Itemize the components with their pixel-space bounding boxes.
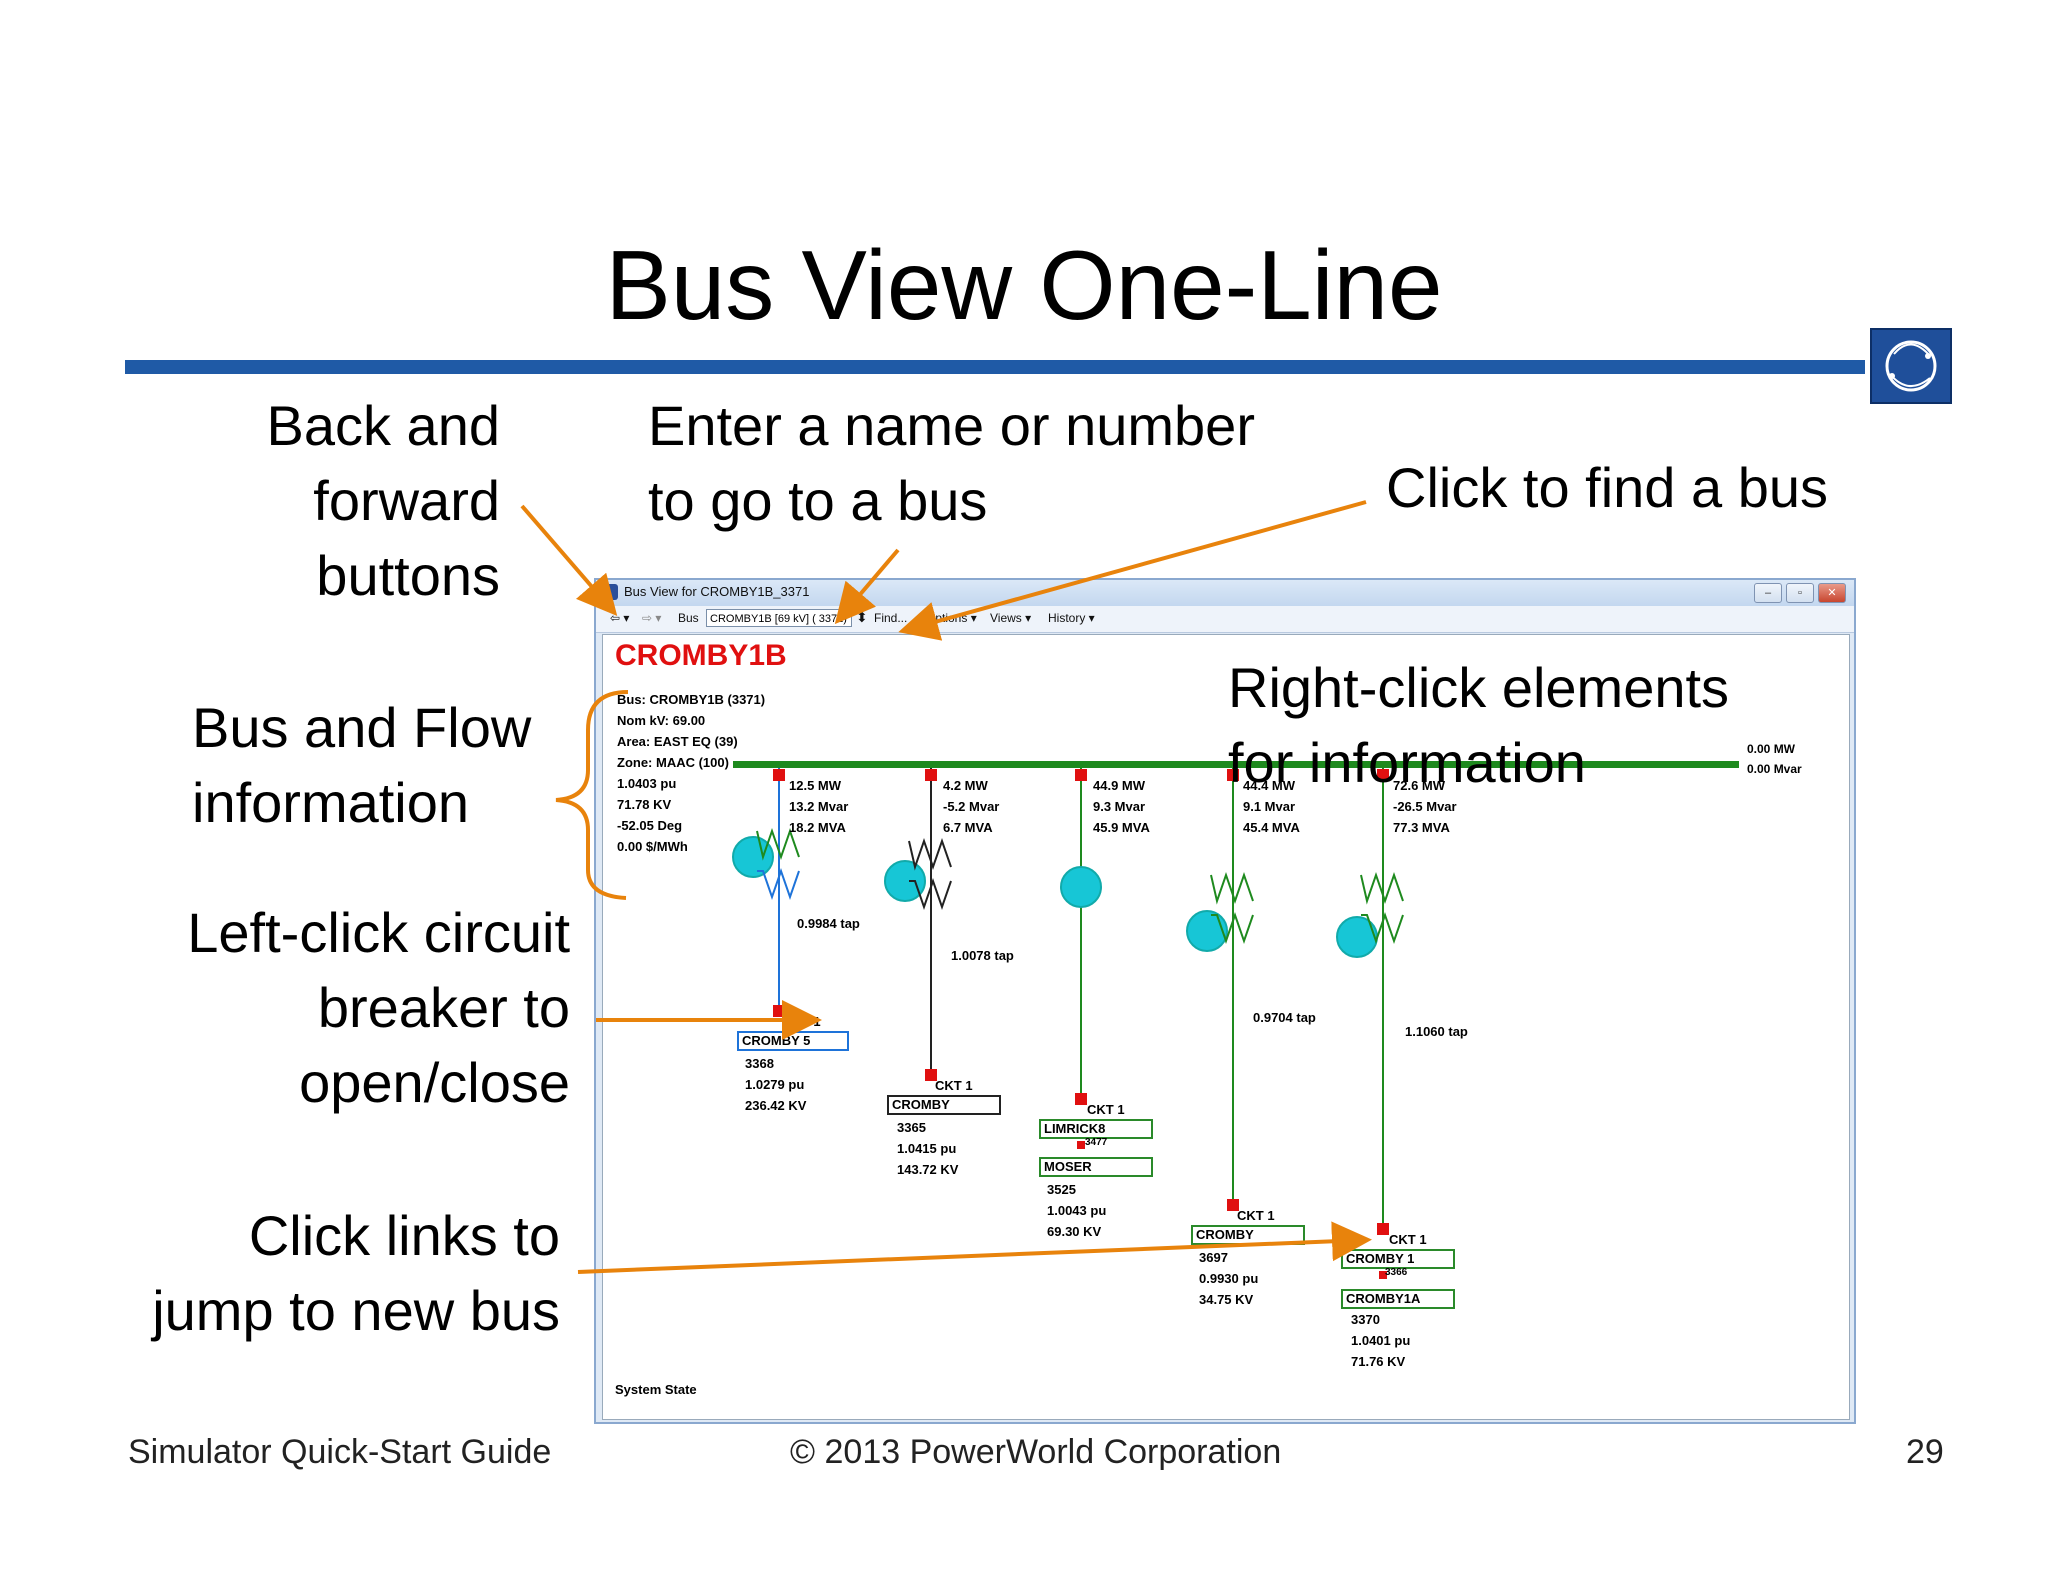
bus-input[interactable]: CROMBY1B [69 kV] ( 3371)	[706, 609, 852, 627]
branch-3-gen-symbol-icon[interactable]	[1060, 866, 1102, 908]
branch-3-bus-info: 3525 1.0043 pu 69.30 KV	[1047, 1182, 1107, 1239]
powerworld-logo-icon	[1870, 328, 1952, 404]
branch-5-bus-link-1[interactable]: CROMBY 1	[1341, 1249, 1455, 1269]
branch-3-bus-link-2[interactable]: MOSER	[1039, 1157, 1153, 1177]
branch-2-ckt: CKT 1	[935, 1078, 973, 1093]
branch-4-gen-symbol-icon[interactable]	[1186, 910, 1228, 952]
bus-bar[interactable]	[733, 761, 1739, 768]
callout-enter-name: Enter a name or number to go to a bus	[648, 394, 1255, 532]
branch-5-bus-info: 3370 1.0401 pu 71.76 KV	[1351, 1312, 1411, 1369]
branch-1-tap[interactable]: 0.9984 tap	[797, 916, 860, 931]
branch-1-top-breaker[interactable]	[773, 769, 785, 781]
branch-2-transformer-winding-icon[interactable]	[909, 877, 952, 911]
callout-click-links: Click links to jump to new bus	[152, 1204, 560, 1342]
callout-back-forward: Back and forward buttons	[266, 394, 501, 607]
branch-3-flows[interactable]: 44.9 MW 9.3 Mvar 45.9 MVA	[1093, 778, 1150, 835]
bus-name-title: CROMBY1B	[615, 639, 787, 672]
footer-copyright: © 2013 PowerWorld Corporation	[790, 1433, 1282, 1471]
branch-5-bottom-breaker[interactable]	[1377, 1223, 1389, 1235]
branch-4-bottom-breaker[interactable]	[1227, 1199, 1239, 1211]
minimize-button[interactable]: –	[1754, 583, 1782, 603]
branch-5-mid-number: 3366	[1385, 1267, 1408, 1278]
restore-button[interactable]: ▫	[1786, 583, 1814, 603]
branch-1-flows[interactable]: 12.5 MW 13.2 Mvar 18.2 MVA	[789, 778, 849, 835]
back-button[interactable]: ⇦ ▾	[610, 611, 630, 625]
branch-4-top-breaker[interactable]	[1227, 769, 1239, 781]
views-menu[interactable]: Views ▾	[990, 611, 1032, 625]
forward-button[interactable]: ⇨ ▾	[642, 611, 662, 625]
branch-4-tap[interactable]: 0.9704 tap	[1253, 1010, 1316, 1025]
branch-3-mid-breaker[interactable]	[1077, 1141, 1085, 1149]
branch-1-bus-info: 3368 1.0279 pu 236.42 KV	[745, 1056, 807, 1113]
close-button[interactable]: ✕	[1818, 583, 1846, 603]
branch-5-transformer-winding-icon[interactable]	[1361, 911, 1404, 945]
branch-1-gen-symbol-icon[interactable]	[732, 836, 774, 878]
branch-4-ckt: CKT 1	[1237, 1208, 1275, 1223]
branch-2-tap[interactable]: 1.0078 tap	[951, 948, 1014, 963]
window-title: Bus View for CROMBY1B_3371	[624, 584, 810, 599]
footer-guide: Simulator Quick-Start Guide	[128, 1433, 552, 1471]
window-titlebar[interactable]: Bus View for CROMBY1B_3371 – ▫ ✕	[596, 580, 1854, 606]
branch-3-bottom-breaker[interactable]	[1075, 1093, 1087, 1105]
callout-find-bus: Click to find a bus	[1386, 456, 1828, 519]
branch-3-ckt: CKT 1	[1087, 1102, 1125, 1117]
bus-label: Bus	[678, 611, 699, 625]
branch-5-top-breaker[interactable]	[1377, 769, 1389, 781]
app-icon	[602, 584, 618, 600]
branch-2-gen-symbol-icon[interactable]	[884, 860, 926, 902]
bus-info: Bus: CROMBY1B (3371) Nom kV: 69.00 Area:…	[617, 692, 766, 770]
bus-view-toolbar: ⇦ ▾ ⇨ ▾ Bus CROMBY1B [69 kV] ( 3371) ⬍ F…	[596, 606, 1854, 633]
branch-5-transformer-icon[interactable]	[1360, 871, 1404, 905]
slide-title: Bus View One-Line	[605, 230, 1443, 340]
branch-4-transformer-icon[interactable]	[1210, 871, 1254, 905]
oneline-diagram	[732, 761, 1739, 1279]
bus-voltage-info: 1.0403 pu 71.78 KV -52.05 Deg 0.00 $/MWh	[617, 776, 688, 854]
branch-5-tap[interactable]: 1.1060 tap	[1405, 1024, 1468, 1039]
branch-2-flows[interactable]: 4.2 MW -5.2 Mvar 6.7 MVA	[943, 778, 1000, 835]
title-rule	[125, 360, 1865, 374]
branch-4-flows[interactable]: 44.4 MW 9.1 Mvar 45.4 MVA	[1243, 778, 1300, 835]
branch-5-gen-symbol-icon[interactable]	[1336, 916, 1378, 958]
branch-5-flows[interactable]: 72.6 MW -26.5 Mvar 77.3 MVA	[1393, 778, 1457, 835]
callout-left-click: Left-click circuit breaker to open/close	[187, 901, 570, 1114]
branch-5-bus-link-2[interactable]: CROMBY1A	[1341, 1289, 1455, 1309]
callout-right-click: Right-click elements for information	[1228, 656, 1730, 794]
history-menu[interactable]: History ▾	[1048, 611, 1095, 625]
branch-3-top-breaker[interactable]	[1075, 769, 1087, 781]
options-menu[interactable]: Options ▾	[926, 611, 977, 625]
branch-4-transformer-winding-icon[interactable]	[1211, 911, 1254, 945]
system-state-label: System State	[615, 1382, 697, 1397]
callout-bus-flow-info: Bus and Flow information	[192, 696, 532, 834]
branch-2-bus-link[interactable]: CROMBY	[887, 1095, 1001, 1115]
branch-4-bus-info: 3697 0.9930 pu 34.75 KV	[1199, 1250, 1259, 1307]
spinner-icon[interactable]: ⬍	[856, 609, 868, 625]
branch-4-bus-link[interactable]: CROMBY	[1191, 1225, 1305, 1245]
branch-2-transformer-icon[interactable]	[908, 837, 952, 871]
branch-2-top-breaker[interactable]	[925, 769, 937, 781]
branch-3-mid-number: 3477	[1085, 1137, 1108, 1148]
bus-total-flow: 0.00 MW 0.00 Mvar	[1747, 742, 1802, 776]
branch-2-bottom-breaker[interactable]	[925, 1069, 937, 1081]
branch-5-ckt: CKT 1	[1389, 1232, 1427, 1247]
branch-5-mid-breaker[interactable]	[1379, 1271, 1387, 1279]
branch-1-ckt: CKT 1	[783, 1014, 821, 1029]
branch-1-transformer-icon[interactable]	[756, 827, 800, 861]
branch-1-transformer-winding-icon[interactable]	[757, 867, 800, 901]
branch-2-bus-info: 3365 1.0415 pu 143.72 KV	[897, 1120, 959, 1177]
branch-1-bus-link[interactable]: CROMBY 5	[737, 1031, 849, 1051]
find-button[interactable]: Find...	[874, 611, 908, 625]
page-number: 29	[1906, 1433, 1944, 1471]
branch-3-bus-link-1[interactable]: LIMRICK8	[1039, 1119, 1153, 1139]
